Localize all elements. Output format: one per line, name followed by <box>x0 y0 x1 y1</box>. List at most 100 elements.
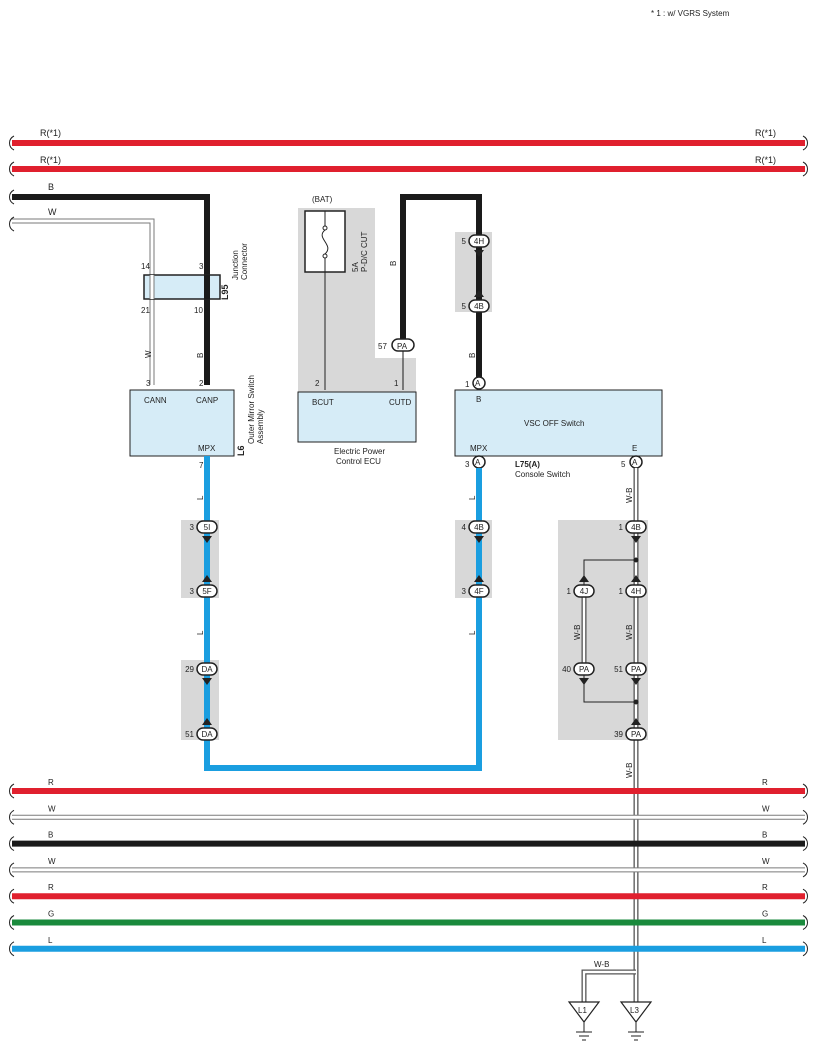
connector-4b-right-arrow-icon <box>631 536 641 543</box>
ecu-pa-code: PA <box>397 342 408 351</box>
connector-4f-arrow-icon <box>474 575 484 582</box>
system-note: * 1 : w/ VGRS System <box>651 9 730 18</box>
bottom-bus-2-right-label: B <box>762 831 767 840</box>
connector-pa-39-arrow-icon <box>631 718 641 725</box>
connector-4f: 4F 3 <box>462 575 490 598</box>
vsc-name: Console Switch <box>515 470 570 479</box>
ground-l1: L1 <box>567 1001 601 1041</box>
connector-4b-mid-pin: 4 <box>462 523 467 532</box>
svg-text:A: A <box>475 458 481 467</box>
vsc-pin-1: 1 <box>465 380 470 389</box>
connector-da-29-pin: 29 <box>185 665 194 674</box>
mirror-canp-label: CANP <box>196 396 218 405</box>
vsc-wire-b-lower-label: B <box>468 353 477 358</box>
connector-4h-right: 4H1 <box>619 575 647 598</box>
junction-pin-21: 21 <box>141 306 150 315</box>
connector-4h-top: 4H5 <box>462 234 490 257</box>
bottom-bus-0-left-label: R <box>48 778 54 787</box>
connector-4b-top-pin: 5 <box>462 302 467 311</box>
connector-4b-mid-code: 4B <box>474 523 484 532</box>
vsc-pin-3: 3 <box>465 460 470 469</box>
bottom-bus-6-right-label: L <box>762 936 767 945</box>
ecu-bat-label: (BAT) <box>312 195 333 204</box>
bottom-bus-1-left-label: W <box>48 804 56 813</box>
connector-pa-51-pin: 51 <box>614 665 623 674</box>
connector-4h-right-arrow-icon <box>631 575 641 582</box>
mirror-name-line2: Assembly <box>256 409 265 444</box>
vsc-pin-5: 5 <box>621 460 626 469</box>
mirror-mpx-wire: L L <box>181 456 482 771</box>
connector-da-29-arrow-icon <box>202 678 212 685</box>
connector-pa-40-code: PA <box>579 665 590 674</box>
ground-l1-label: L1 <box>578 1006 587 1015</box>
mirror-pin-3: 3 <box>146 379 151 388</box>
bottom-bus-3-left-label: W <box>48 857 56 866</box>
connector-5i: 5I 3 <box>190 520 218 543</box>
mirror-pin-7: 7 <box>199 461 204 470</box>
ground-l3-label: L3 <box>630 1006 639 1015</box>
vsc-b-label: B <box>476 395 481 404</box>
ecu-name-line2: Control ECU <box>336 457 381 466</box>
top-bus-b: B <box>9 182 210 385</box>
mirror-code: L6 <box>236 445 246 456</box>
top-bus-r1: R(*1) R(*1) <box>9 128 808 151</box>
connector-4h-top-code: 4H <box>474 237 484 246</box>
vsc-wire-wb4-label: W-B <box>625 763 634 778</box>
vsc-wire-wb2-label: W-B <box>573 625 582 640</box>
vsc-connector-a-mpx: A <box>472 455 486 469</box>
connector-4b-mid-arrow-icon <box>474 536 484 543</box>
vsc-mpx-label: MPX <box>470 444 488 453</box>
connector-pa-51-arrow-icon <box>631 678 641 685</box>
mirror-wire-l2-label: L <box>196 630 205 635</box>
connector-4j: 4J1 <box>567 575 595 598</box>
connector-4j-pin: 1 <box>567 587 572 596</box>
vsc-mpx-connectors: L L <box>455 468 492 768</box>
vsc-e-label: E <box>632 444 637 453</box>
connector-pa-51-code: PA <box>631 665 642 674</box>
connector-5i-code: 5I <box>204 523 211 532</box>
connector-4b-top-arrow-icon <box>474 290 484 297</box>
ground-l3: L3 <box>619 1001 653 1041</box>
bottom-bus-2-left-label: B <box>48 831 53 840</box>
connector-5i-pin: 3 <box>190 523 195 532</box>
connector-4f-pin: 3 <box>462 587 467 596</box>
top-bus-r2-right-label: R(*1) <box>755 155 776 165</box>
connector-pa-ecu: PA <box>391 338 415 352</box>
connector-4f-code: 4F <box>474 587 483 596</box>
connector-da-51-code: DA <box>201 730 213 739</box>
top-bus-w-label: W <box>48 207 57 217</box>
connector-5i-arrow-icon <box>202 536 212 543</box>
ecu-name-line1: Electric Power <box>334 447 385 456</box>
svg-text:A: A <box>475 379 481 388</box>
connector-4b-right: 4B1 <box>619 520 647 543</box>
connector-4b-right-pin: 1 <box>619 523 624 532</box>
ecu-pin-2: 2 <box>315 379 320 388</box>
top-bus-r2: R(*1) R(*1) <box>9 155 808 177</box>
fuse-name-label: P-D/C CUT <box>360 231 369 272</box>
bottom-bus-5-right-label: G <box>762 910 768 919</box>
bottom-bus-3-right-label: W <box>762 857 770 866</box>
ecu-pin-1: 1 <box>394 379 399 388</box>
connector-4b-top: 4B 5 <box>462 290 490 313</box>
connector-pa-51: PA 51 <box>614 662 647 685</box>
junction-pin-14: 14 <box>141 262 150 271</box>
mirror-wire-l1-label: L <box>196 495 205 500</box>
mirror-name-line1: Outer Mirror Switch <box>247 375 256 444</box>
connector-4b-top-code: 4B <box>474 302 484 311</box>
ecu-block: (BAT) 5A P-D/C CUT B 57 PA 2 1 BCUT CUTD… <box>297 194 482 466</box>
ecu-bcut-label: BCUT <box>312 398 334 407</box>
vsc-wire-l2-label: L <box>468 630 477 635</box>
connector-pa-39-pin: 39 <box>614 730 623 739</box>
mirror-cann-label: CANN <box>144 396 167 405</box>
connector-5f-code: 5F <box>202 587 211 596</box>
